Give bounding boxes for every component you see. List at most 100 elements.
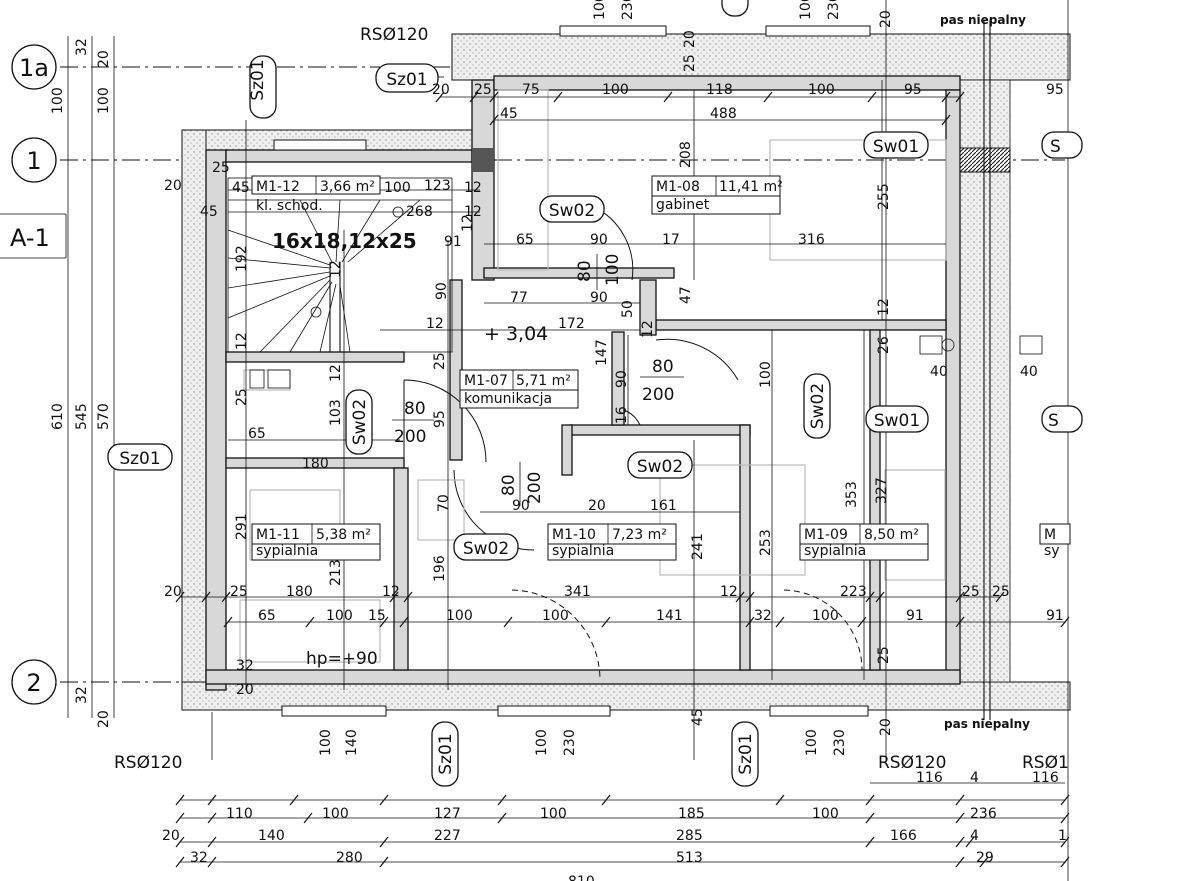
dimension-tick [175,591,185,603]
dim-text: 12 [464,204,482,220]
dimension-tick [553,91,563,103]
dim-text: 12 [426,316,444,332]
dim-text: 100 [50,87,66,114]
tag-sw02-d: Sw02 [637,457,683,477]
dimension-tick [489,91,499,103]
dim-text: 20 [878,10,894,28]
dimension-tick [207,836,217,848]
dim-text: 140 [258,828,285,844]
dim-text: 91 [906,608,924,624]
dimension-tick [289,794,299,806]
room-area: 8,50 m² [864,527,919,543]
dimension-tick [979,856,989,868]
room-name: sy [1044,543,1060,559]
dim-text: 236 [970,806,997,822]
dim-text: 341 [564,584,591,600]
level-mark: + 3,04 [484,323,548,345]
room-m1-07: M1-07 5,71 m² komunikacja [459,369,579,409]
dim-text: 20 [588,498,606,514]
dimension-tick [379,856,389,868]
dim-text: 45 [232,180,250,196]
room-name: sypialnia [804,543,866,559]
dim-text: 100 [318,729,334,756]
dim-text: 213 [328,559,344,586]
dim-text: 77 [510,290,528,306]
dimension-tick [175,812,185,824]
stairs-spec: 16x18,12x25 [272,229,417,253]
tag-sz01-top: Sz01 [386,70,427,90]
room-area: 5,71 m² [516,373,571,389]
dimension-tick [955,616,965,628]
dim-text: 241 [690,533,706,560]
dim-text: 25 [474,82,492,98]
dimension-tick [1060,812,1070,824]
dim-text: 32 [74,38,90,56]
dimension-tick [207,812,217,824]
dimension-tick [995,591,1005,603]
pas-niepalny-top: pas niepalny [940,13,1026,27]
dimension-ticks [175,91,1070,868]
dim-text: 327 [874,477,890,504]
room-id: M1-08 [656,179,700,195]
dim-text: 141 [656,608,683,624]
door3-height: 200 [525,472,545,504]
room-area: 3,66 m² [320,179,375,195]
dim-text: 65 [258,608,276,624]
room-m-partial: M sy [1039,523,1071,559]
notes: RSØ120 RSØ120 RSØ120 RSØ1 pas niepalny p… [114,13,1069,773]
door2-width: 80 [652,357,674,377]
dim-text: 100 [534,729,550,756]
dimension-tick [305,616,315,628]
dimension-lines [0,0,1069,881]
dim-text: 32 [74,686,90,704]
dimension-tick [955,591,965,603]
dimension-tick [875,591,885,603]
dim-text: 110 [226,806,253,822]
dim-text: 172 [558,316,585,332]
dim-text: 12 [640,320,656,338]
dim-text: 75 [522,82,540,98]
dimension-tick [775,616,785,628]
dimension-tick [745,591,755,603]
dim-text: 12 [382,584,400,600]
dim-text: 100 [540,806,567,822]
room-name: kl. schod. [256,198,323,214]
dim-text: 25 [682,54,698,72]
dim-text: 291 [234,513,250,540]
dim-text: 316 [798,232,825,248]
room-id: M1-07 [464,373,508,389]
dim-text: 20 [96,710,112,728]
dimension-tick [941,91,951,103]
dim-text: 20 [164,178,182,194]
rs-bottom-mid-note: RSØ120 [878,753,946,773]
dimension-tick [865,812,875,824]
dim-text: 180 [286,584,313,600]
dim-text: 127 [434,806,461,822]
dim-text: 90 [590,232,608,248]
dim-text: 140 [344,729,360,756]
staircase [227,177,453,353]
dimension-tick [175,836,185,848]
dimension-tick [489,114,499,126]
room-area: 11,41 m² [719,179,783,195]
dimension-tick [201,591,211,603]
dim-text: 25 [230,584,248,600]
dim-text: 20 [162,828,180,844]
dim-text: 230 [832,729,848,756]
dim-text: 100 [542,608,569,624]
tag-sw01-b: Sw01 [874,411,920,431]
dim-text: 100 [812,806,839,822]
dim-text: 208 [678,141,694,168]
rs-bottom-right-note: RSØ1 [1022,753,1069,773]
dim-text: 180 [302,456,329,472]
dim-text: 95 [904,82,922,98]
dim-text: 95 [1046,82,1064,98]
dim-text: 20 [96,50,112,68]
dim-text: 4 [970,770,979,786]
room-m1-10: M1-10 7,23 m² sypialnia [547,523,677,561]
dimension-tick [865,794,875,806]
dim-text: 123 [424,178,451,194]
dim-text: 227 [434,828,461,844]
dim-text: 12 [460,214,476,232]
axis-label-1a: 1a [19,54,49,82]
